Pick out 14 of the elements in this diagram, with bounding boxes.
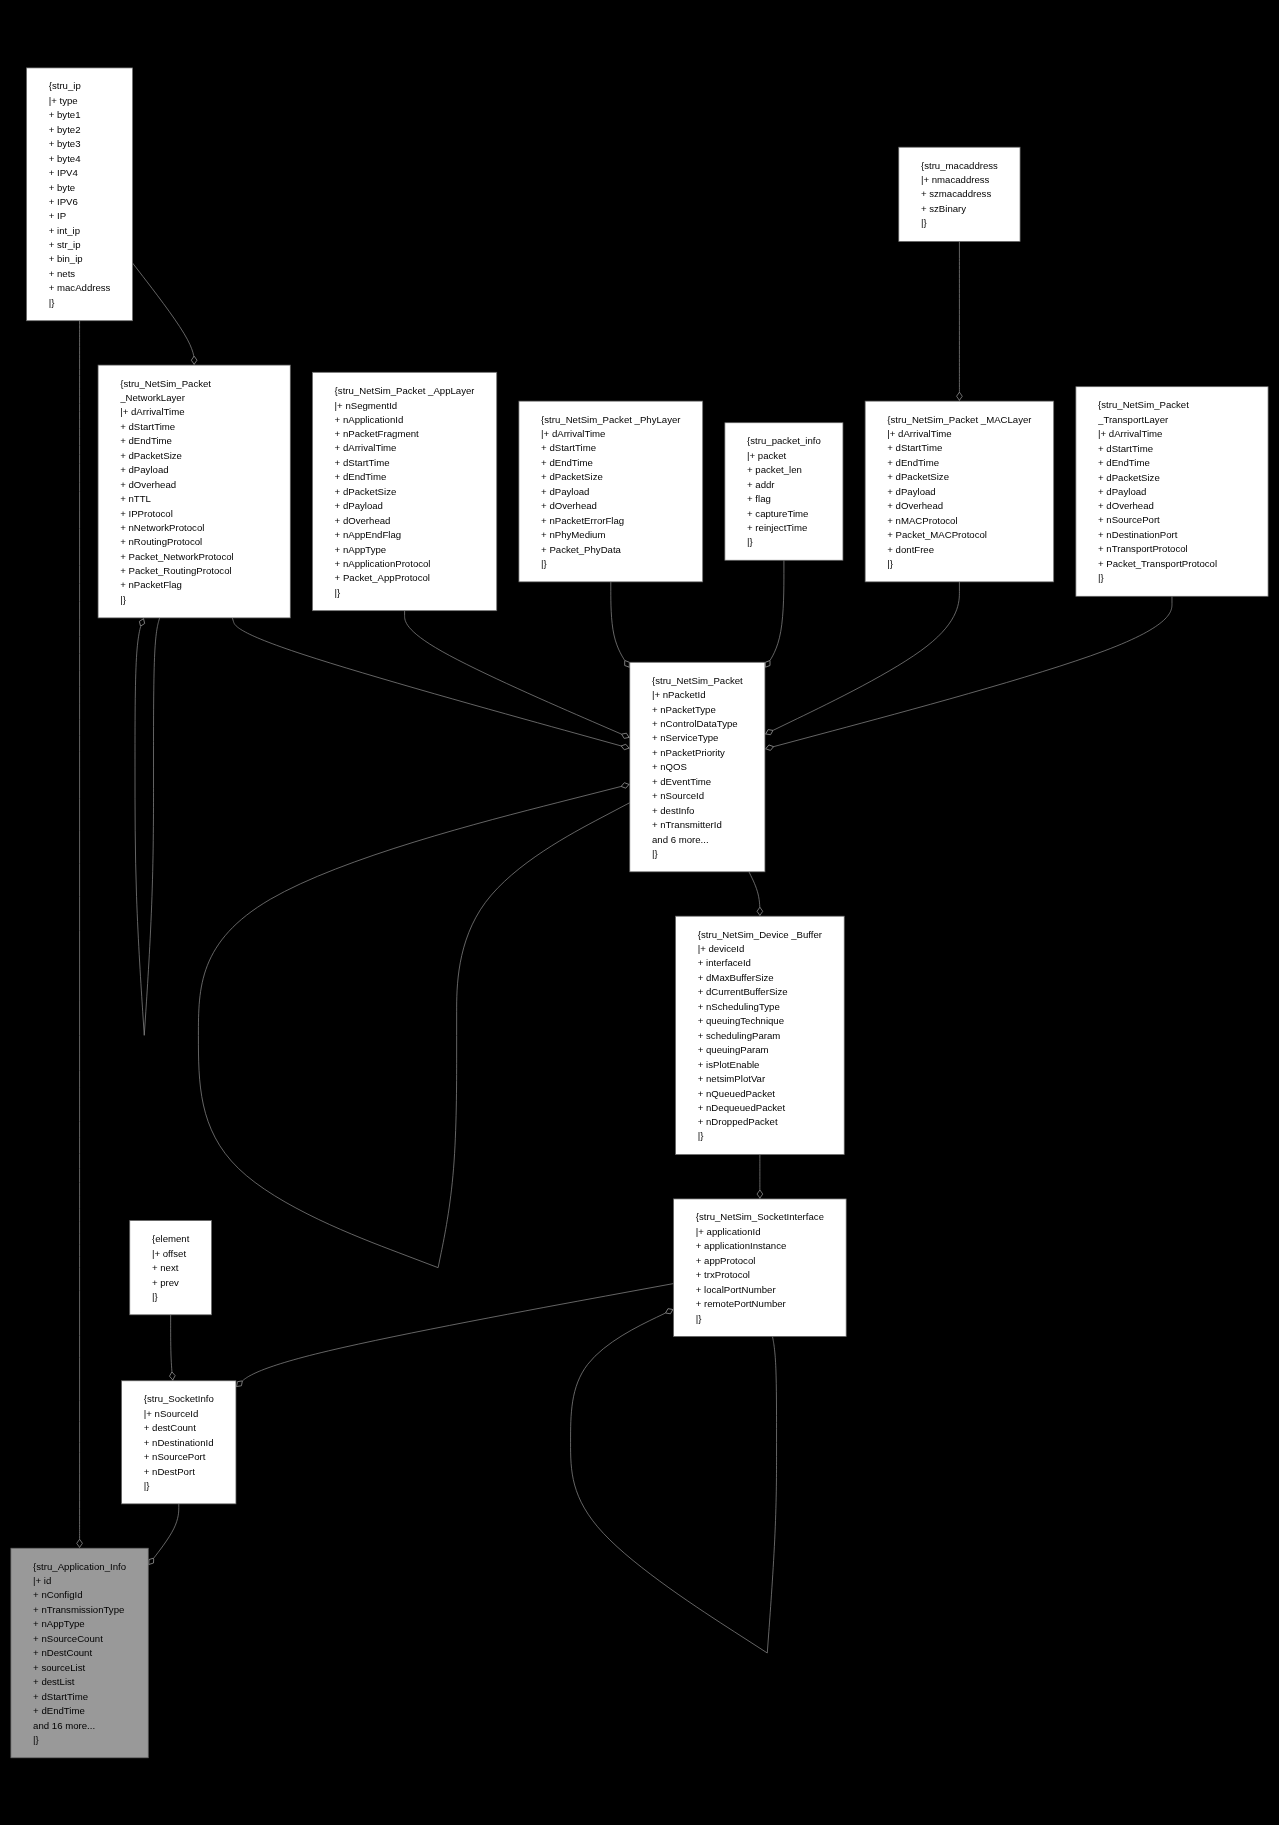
node-box: {element |+ offset + next + prev |} xyxy=(129,1219,212,1315)
node-box: {stru_SocketInfo |+ nSourceId + destCount + nDestinationId + nSourcePort + nDestPort |} xyxy=(121,1380,237,1504)
node-box: {stru_NetSim_Packet _TransportLayer |+ dArrivalTime + dStartTime + dEndTime + dPacketSize + dPayload + dOverhead + nSourcePort + nDestinationPort + nTransportProtocol + Packet_TransportProtocol |} xyxy=(1075,386,1269,597)
node-box: {stru_ip |+ type + byte1 + byte2 + byte3 + byte4 + IPV4 + byte + IPV6 + IP + int_ip + str_ip + bin_ip + nets + macAddress |} xyxy=(26,67,133,321)
node-box: {stru_NetSim_Packet |+ nPacketId + nPacketType + nControlDataType + nServiceType + nPacketPriority + nQOS + dEventTime + nSourceId + destInfo + nTransmitterId and 6 more... |} xyxy=(629,661,766,872)
node-box: {stru_packet_info |+ packet + packet_len + addr + flag + captureTime + reinjectTime |} xyxy=(724,422,844,561)
node-box: {stru_macaddress |+ nmacaddress + szmacaddress + szBinary |} xyxy=(898,146,1021,242)
node-box: {stru_NetSim_Packet _MACLayer |+ dArrivalTime + dStartTime + dEndTime + dPacketSize + dPayload + dOverhead + nMACProtocol + Packet_MACProtocol + dontFree |} xyxy=(864,400,1055,582)
node-box: {stru_Application_Info |+ id + nConfigId + nTransmissionType + nAppType + nSourceCount + nDestCount + sourceList + destList + dStartTime + dEndTime and 16 more... |} xyxy=(10,1547,149,1758)
node-box: {stru_NetSim_Packet _AppLayer |+ nSegmentId + nApplicationId + nPacketFragment + dArrivalTime + dStartTime + dEndTime + dPacketSize + dPayload + dOverhead + nAppEndFlag + nAppType + nApplicationProtocol + Packet_AppProtocol |} xyxy=(312,371,498,611)
node-box: {stru_NetSim_Packet _PhyLayer |+ dArrivalTime + dStartTime + dEndTime + dPacketSize + dPayload + dOverhead + nPacketErrorFlag + nPhyMedium + Packet_PhyData |} xyxy=(518,400,704,582)
node-box: {stru_NetSim_Device _Buffer |+ deviceId + interfaceId + dMaxBufferSize + dCurrentBufferSize + nSchedulingType + queuingTechnique + schedulingParam + queuingParam + isPlotEnable + netsimPlotVar + nQueuedPacket + nDequeuedPacket + nDroppedPacket |} xyxy=(675,915,845,1155)
node-box: {stru_NetSim_Packet _NetworkLayer |+ dArrivalTime + dStartTime + dEndTime + dPacketSize + dPayload + dOverhead + nTTL + IPProtocol + nNetworkProtocol + nRoutingProtocol + Packet_NetworkProtocol + Packet_RoutingProtocol + nPacketFlag |} xyxy=(97,364,291,618)
node-box: {stru_NetSim_SocketInterface |+ applicationId + applicationInstance + appProtocol + trxProtocol + localPortNumber + remotePortNumber |} xyxy=(673,1198,847,1337)
